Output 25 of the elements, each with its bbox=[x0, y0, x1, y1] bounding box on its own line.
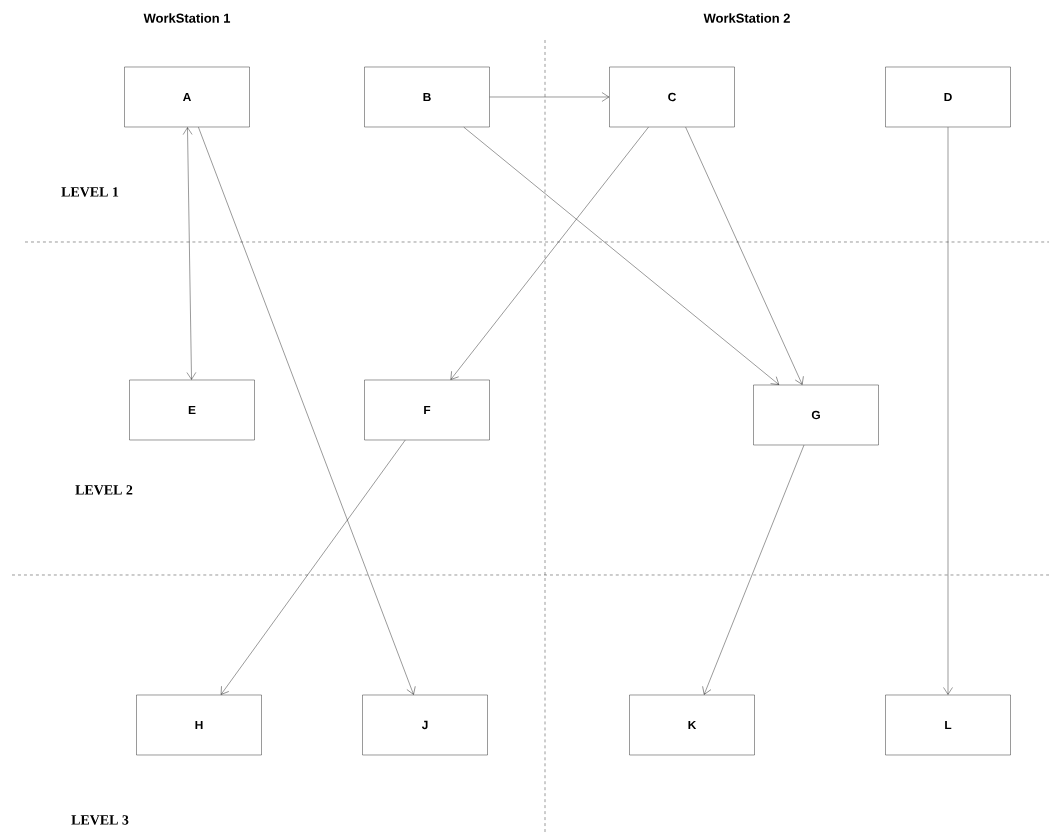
arrow bbox=[220, 440, 406, 695]
process-box: L bbox=[885, 694, 1011, 756]
arrow bbox=[450, 127, 649, 380]
level-label: LEVEL 3 bbox=[71, 815, 129, 825]
arrow bbox=[198, 127, 416, 695]
process-box: K bbox=[629, 694, 755, 756]
arrow bbox=[463, 127, 780, 385]
process-box: H bbox=[136, 694, 262, 756]
level-label: LEVEL 1 bbox=[61, 187, 119, 197]
col-heading: WorkStation 1 bbox=[143, 13, 231, 23]
level-label: LEVEL 2 bbox=[75, 485, 133, 495]
process-box: J bbox=[362, 694, 488, 756]
col-heading: WorkStation 2 bbox=[703, 13, 790, 23]
process-box: D bbox=[885, 66, 1011, 128]
arrow bbox=[685, 127, 804, 385]
process-box: B bbox=[364, 66, 490, 128]
process-box: E bbox=[129, 379, 255, 441]
process-box: A bbox=[124, 66, 250, 128]
arrow bbox=[182, 127, 197, 380]
process-box: F bbox=[364, 379, 490, 441]
arrow bbox=[943, 127, 953, 695]
process-box: C bbox=[609, 66, 735, 128]
process-box: G bbox=[753, 384, 879, 446]
arrow bbox=[702, 445, 805, 695]
arrow bbox=[489, 92, 610, 102]
